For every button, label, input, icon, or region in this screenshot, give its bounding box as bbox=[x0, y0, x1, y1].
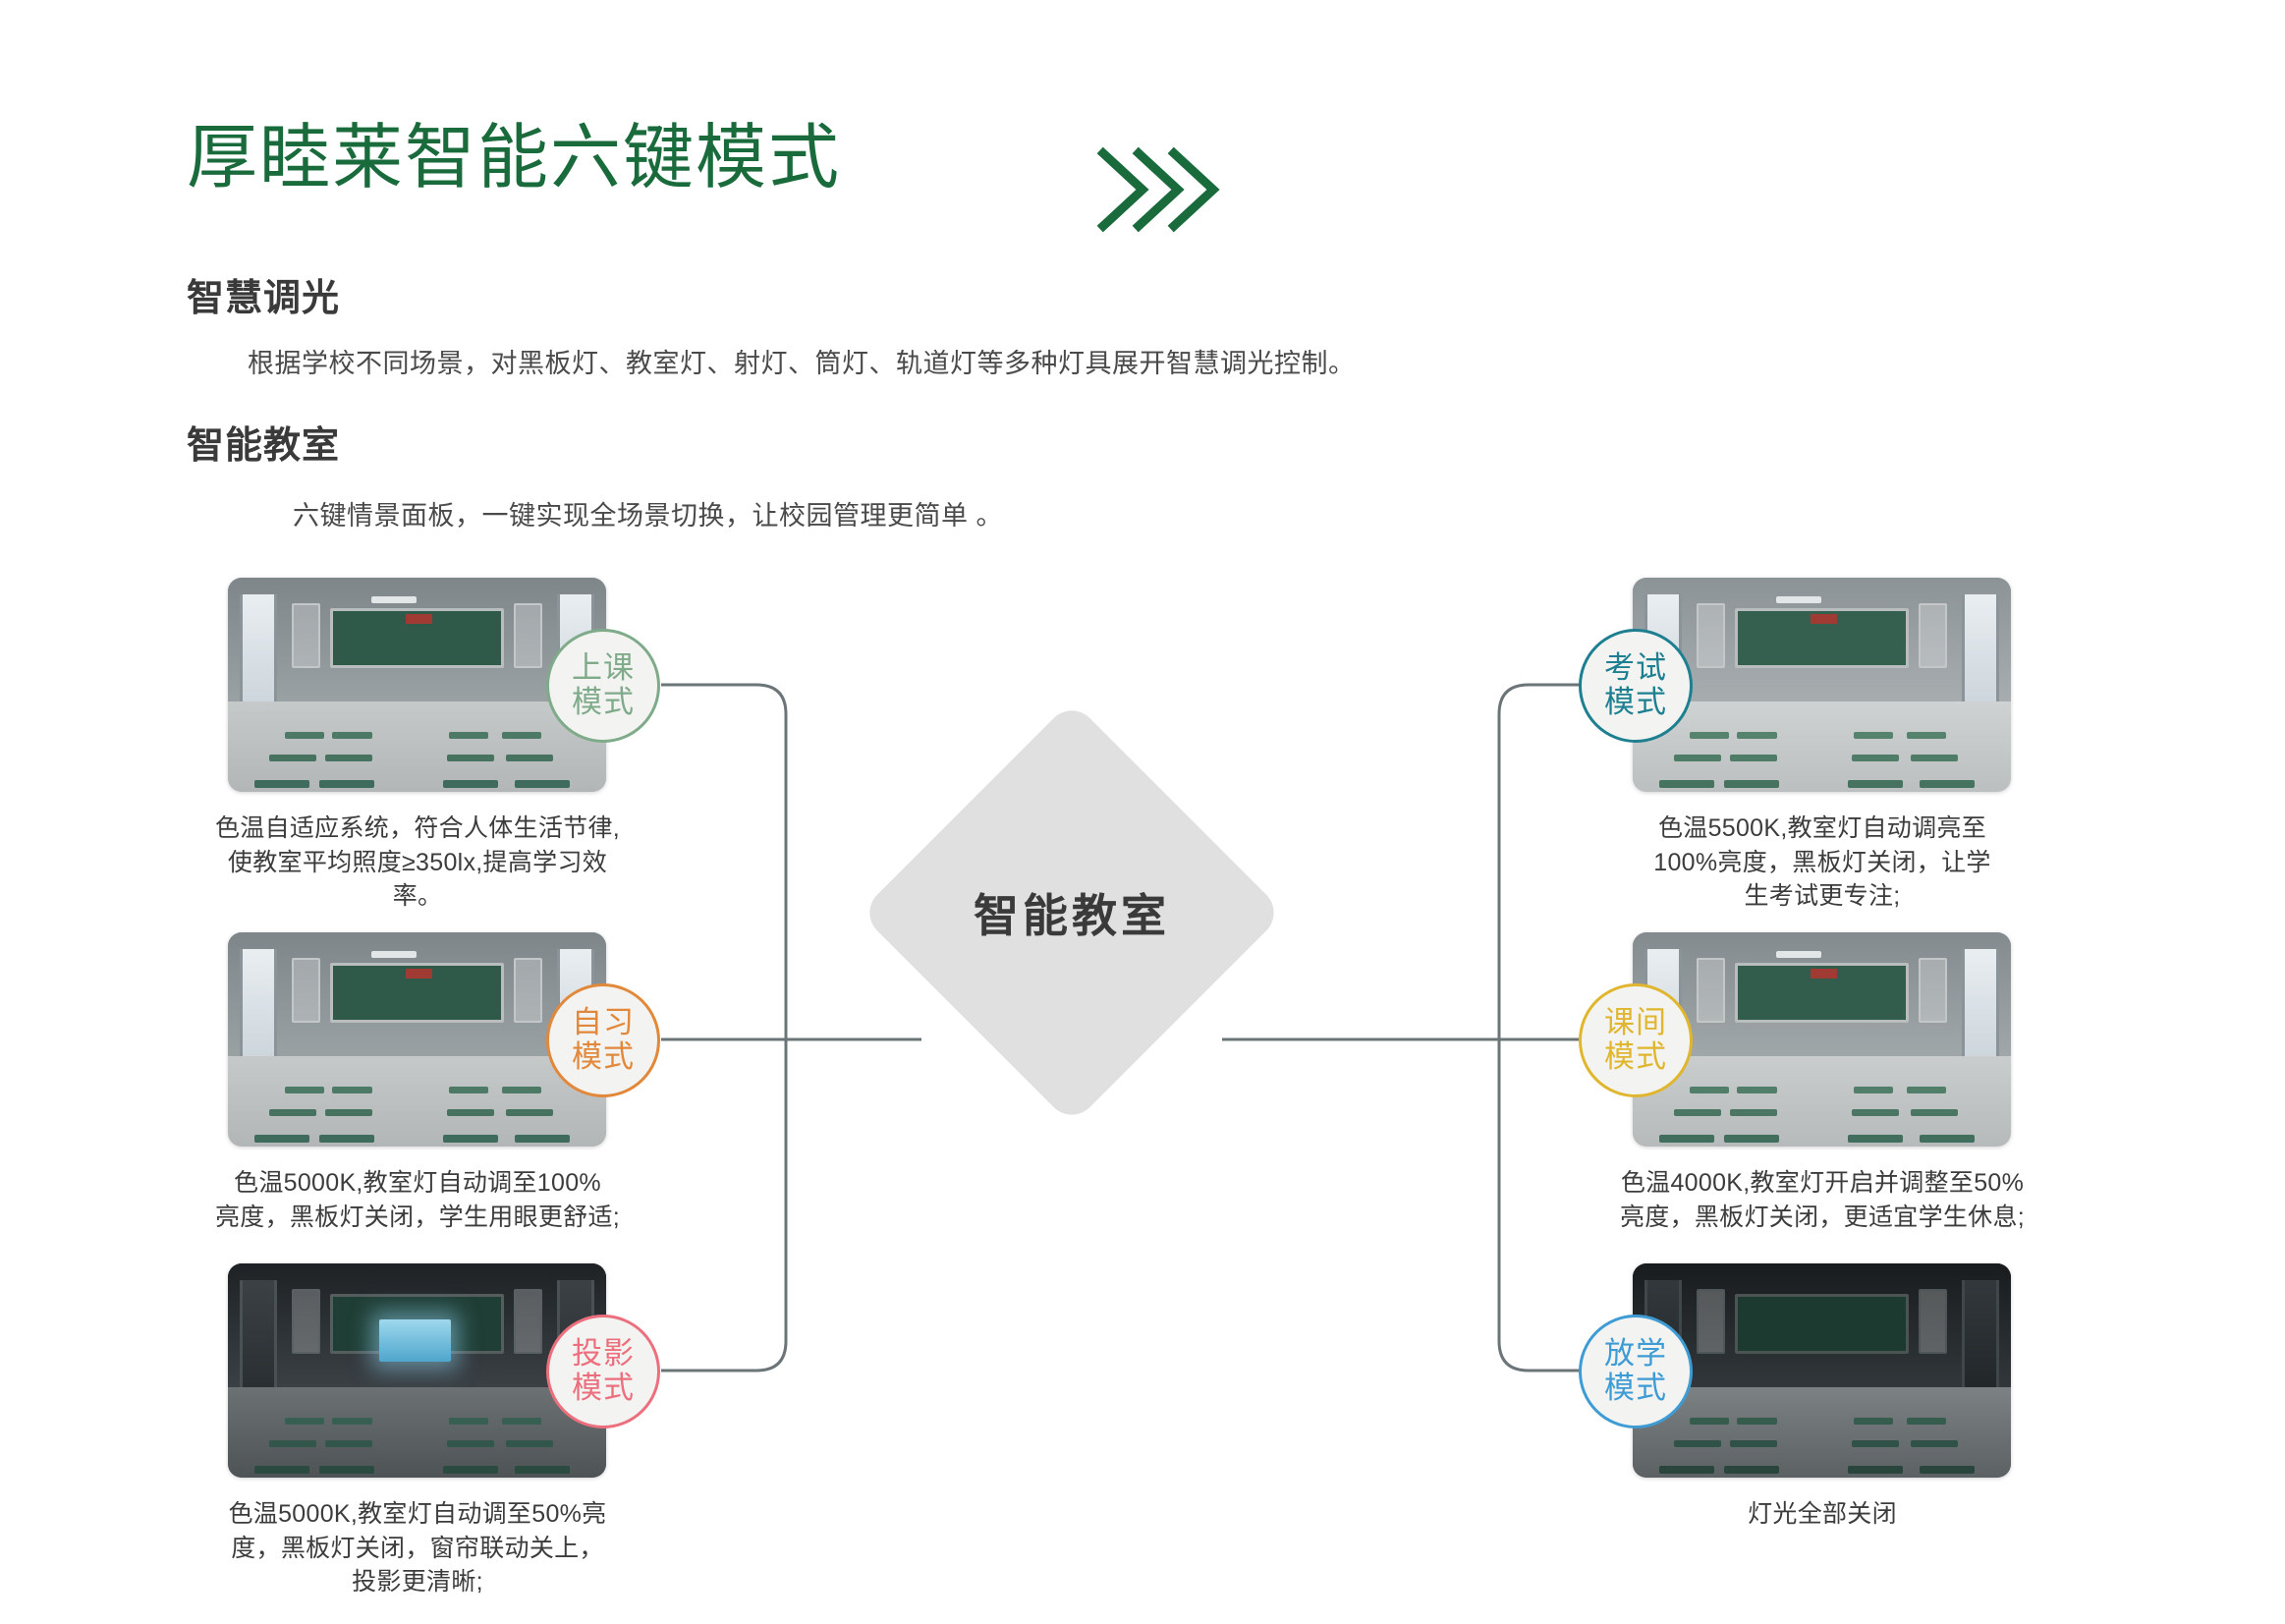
mode-badge-line1: 课间 bbox=[1604, 1005, 1667, 1040]
connector-lines bbox=[661, 683, 1624, 1372]
section-heading-smart-dimming: 智慧调光 bbox=[187, 278, 341, 319]
page-title: 厚睦莱智能六键模式 bbox=[187, 119, 842, 197]
thumbnail-classroom-lit bbox=[1633, 932, 2011, 1147]
section-body-smart-dimming: 根据学校不同场景，对黑板灯、教室灯、射灯、筒灯、轨道灯等多种灯具展开智慧调光控制… bbox=[248, 349, 1356, 378]
mode-badge-line1: 放学 bbox=[1604, 1336, 1667, 1372]
mode-diagram: 上课 模式 色温自适应系统，符合人体生活节律, 使教室平均照度≥350lx,提高… bbox=[0, 550, 2285, 1596]
mode-caption-right-3: 灯光全部关闭 bbox=[1748, 1500, 1897, 1528]
thumbnail-classroom-projection bbox=[228, 1263, 606, 1478]
mode-caption-left-3: 色温5000K,教室灯自动调至50%亮 度，黑板灯关闭，窗帘联动关上， 投影更清… bbox=[228, 1500, 607, 1596]
center-node-label: 智能教室 bbox=[974, 890, 1170, 941]
thumbnail-classroom-lit bbox=[228, 578, 606, 792]
mode-badge-right-1[interactable]: 考试 模式 bbox=[1579, 629, 1693, 743]
mode-badge-line2: 模式 bbox=[572, 1039, 635, 1074]
mode-badge-left-3[interactable]: 投影 模式 bbox=[546, 1315, 660, 1428]
mode-badge-line2: 模式 bbox=[572, 1371, 635, 1405]
mode-badge-line1: 自习 bbox=[572, 1005, 635, 1040]
mode-node-left-1[interactable]: 上课 模式 色温自适应系统，符合人体生活节律, 使教室平均照度≥350lx,提高… bbox=[215, 578, 660, 910]
mode-caption-right-1: 色温5500K,教室灯自动调亮至 100%亮度，黑板灯关闭，让学 生考试更专注; bbox=[1653, 814, 1991, 910]
thumbnail-classroom-dark bbox=[1633, 1263, 2011, 1478]
mode-node-left-2[interactable]: 自习 模式 色温5000K,教室灯自动调至100% 亮度，黑板灯关闭，学生用眼更… bbox=[215, 932, 660, 1231]
mode-badge-left-1[interactable]: 上课 模式 bbox=[546, 629, 660, 743]
mode-caption-left-1: 色温自适应系统，符合人体生活节律, 使教室平均照度≥350lx,提高学习效率。 bbox=[214, 814, 621, 910]
mode-badge-line2: 模式 bbox=[1604, 1371, 1667, 1405]
mode-caption-right-2: 色温4000K,教室灯开启并调整至50% 亮度，黑板灯关闭，更适宜学生休息; bbox=[1619, 1169, 2026, 1231]
mode-caption-left-2: 色温5000K,教室灯自动调至100% 亮度，黑板灯关闭，学生用眼更舒适; bbox=[214, 1169, 621, 1231]
mode-badge-right-3[interactable]: 放学 模式 bbox=[1579, 1315, 1693, 1428]
mode-node-left-3[interactable]: 投影 模式 色温5000K,教室灯自动调至50%亮 度，黑板灯关闭，窗帘联动关上… bbox=[228, 1263, 660, 1596]
mode-badge-line1: 上课 bbox=[572, 650, 635, 686]
chevron-triple-right-icon bbox=[1095, 145, 1223, 234]
mode-node-right-3[interactable]: 放学 模式 灯光全部关闭 bbox=[1579, 1263, 2011, 1528]
mode-node-right-2[interactable]: 课间 模式 色温4000K,教室灯开启并调整至50% 亮度，黑板灯关闭，更适宜学… bbox=[1579, 932, 2025, 1231]
section-body-smart-classroom: 六键情景面板，一键实现全场景切换，让校园管理更简单 。 bbox=[293, 501, 1004, 531]
mode-badge-line1: 投影 bbox=[572, 1336, 635, 1372]
center-node: 智能教室 bbox=[859, 700, 1285, 1126]
mode-node-right-1[interactable]: 考试 模式 色温5500K,教室灯自动调亮至 100%亮度，黑板灯关闭，让学 生… bbox=[1579, 578, 2011, 910]
thumbnail-classroom-lit bbox=[228, 932, 606, 1147]
mode-badge-right-2[interactable]: 课间 模式 bbox=[1579, 983, 1693, 1097]
mode-badge-line2: 模式 bbox=[1604, 685, 1667, 719]
mode-badge-line2: 模式 bbox=[572, 685, 635, 719]
section-heading-smart-classroom: 智能教室 bbox=[187, 425, 341, 467]
mode-badge-left-2[interactable]: 自习 模式 bbox=[546, 983, 660, 1097]
mode-badge-line2: 模式 bbox=[1604, 1039, 1667, 1074]
mode-badge-line1: 考试 bbox=[1604, 650, 1667, 686]
